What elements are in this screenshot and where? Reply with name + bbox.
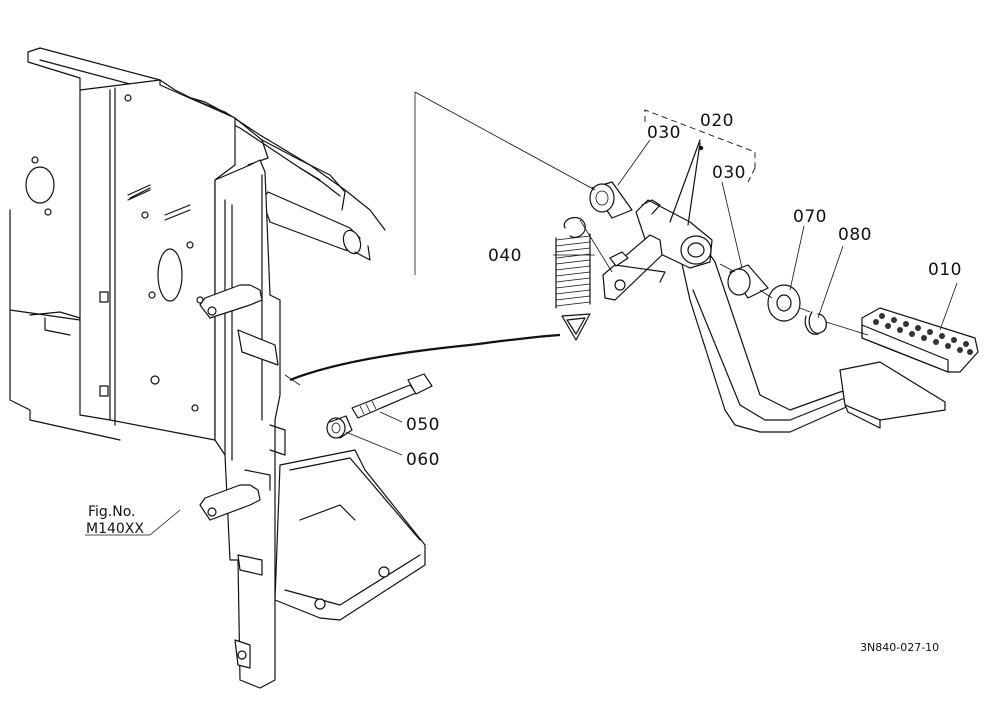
figure-ref-label: Fig.No. bbox=[88, 504, 136, 520]
part-label-080: 080 bbox=[838, 225, 872, 245]
diagram-code: 3N840-027-10 bbox=[860, 641, 939, 654]
pedal-pad-tread bbox=[873, 313, 973, 355]
part-labels: 010 020 030 030 040 050 060 070 080 bbox=[406, 111, 962, 470]
leader-lines bbox=[85, 109, 958, 536]
pedal-assembly bbox=[589, 139, 979, 433]
part-label-070: 070 bbox=[793, 207, 827, 227]
part-label-040: 040 bbox=[488, 246, 522, 266]
part-label-030-left: 030 bbox=[647, 123, 681, 143]
spring-040 bbox=[555, 217, 591, 341]
part-label-050: 050 bbox=[406, 415, 440, 435]
assembly-lines bbox=[284, 91, 869, 386]
figure-reference: Fig.No. M140XX bbox=[86, 504, 144, 537]
collar-060 bbox=[326, 415, 353, 439]
frame-assembly bbox=[9, 47, 426, 689]
part-label-030-right: 030 bbox=[712, 163, 746, 183]
figure-ref-number: M140XX bbox=[86, 521, 144, 537]
bolt-050 bbox=[351, 373, 433, 419]
part-label-010: 010 bbox=[928, 260, 962, 280]
part-label-020: 020 bbox=[700, 111, 734, 131]
part-label-060: 060 bbox=[406, 450, 440, 470]
